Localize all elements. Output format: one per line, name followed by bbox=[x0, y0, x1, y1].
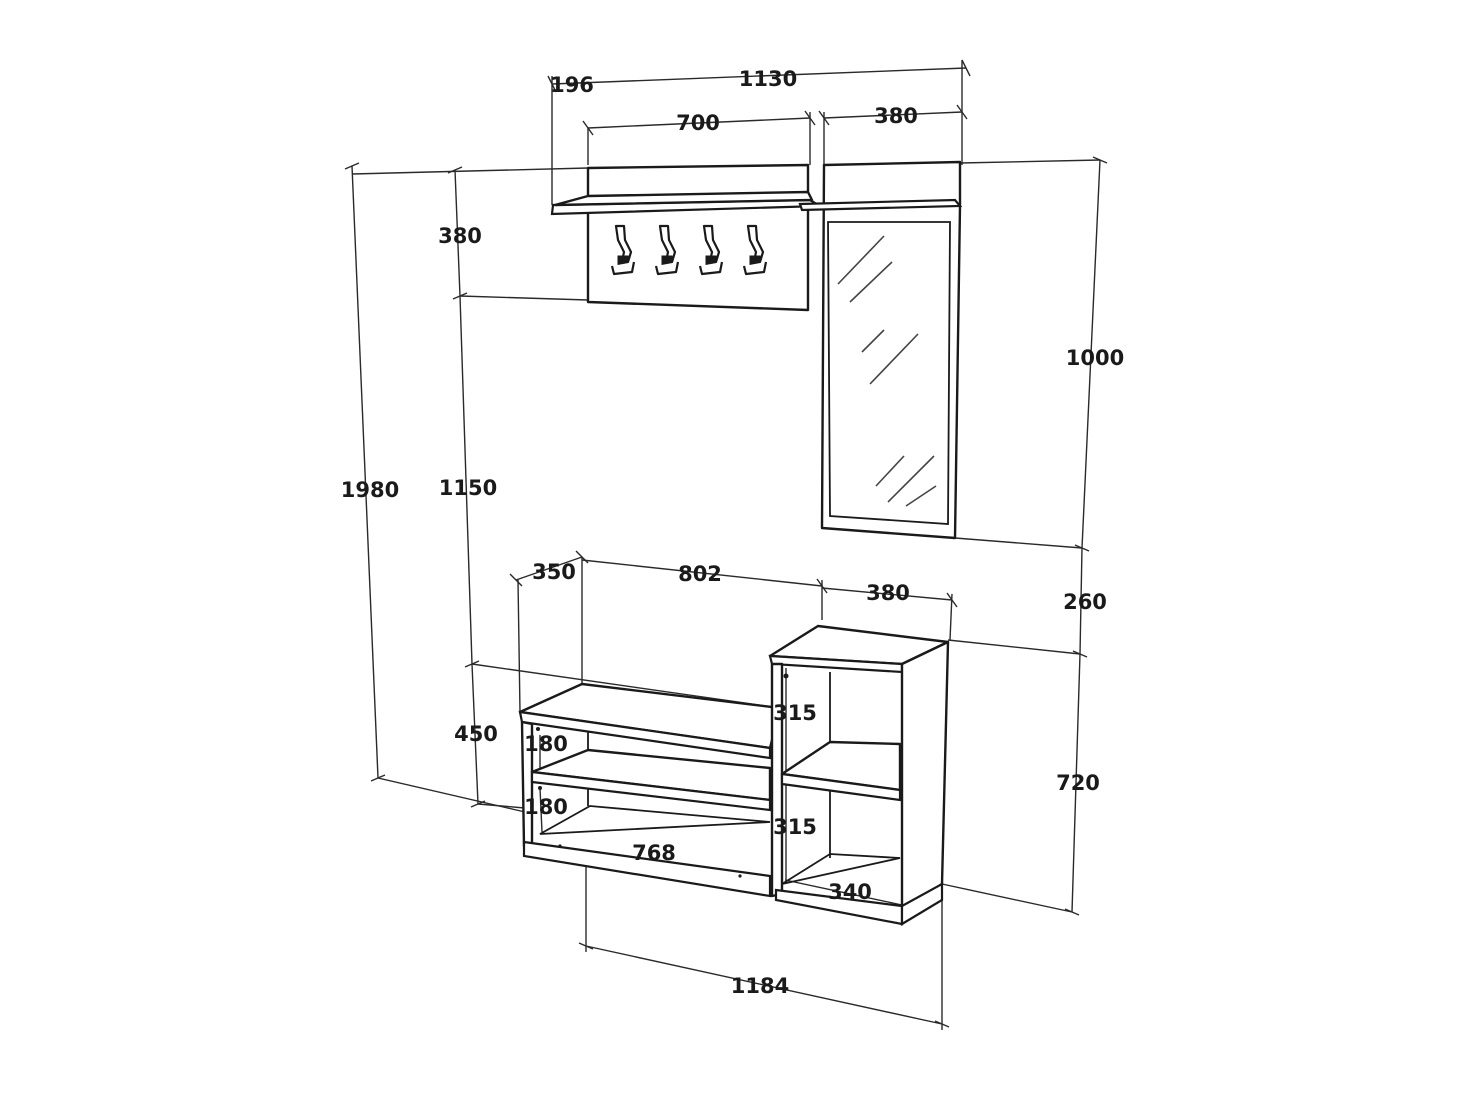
mirror-panel bbox=[798, 160, 963, 540]
dim-mirror-height: 1000 bbox=[1066, 346, 1124, 370]
dim-bench-inner-width: 768 bbox=[632, 841, 676, 865]
dimension-lines bbox=[344, 59, 1108, 1030]
coat-hanger bbox=[550, 163, 824, 312]
hooks bbox=[610, 224, 768, 276]
dim-cabinet-shelf-upper: 315 bbox=[773, 701, 817, 725]
dimension-labels: 1130 196 700 380 1980 380 1000 1150 260 … bbox=[341, 67, 1124, 998]
dim-shelf-depth: 196 bbox=[550, 73, 594, 97]
dim-cabinet-width: 380 bbox=[866, 581, 910, 605]
dim-total-width-bottom: 1184 bbox=[731, 974, 789, 998]
dim-bench-width: 802 bbox=[678, 562, 722, 586]
mirror-glass-icon bbox=[837, 235, 937, 507]
dim-mirror-width: 380 bbox=[874, 104, 918, 128]
dim-total-width-top: 1130 bbox=[739, 67, 797, 91]
coat-hook-icon bbox=[742, 224, 768, 276]
dim-hanger-width: 700 bbox=[676, 111, 720, 135]
dim-mirror-gap: 260 bbox=[1063, 590, 1107, 614]
dim-bench-shelf-lower: 180 bbox=[524, 795, 568, 819]
shoe-bench bbox=[518, 682, 782, 898]
coat-hook-icon bbox=[654, 224, 680, 276]
dim-bench-depth: 350 bbox=[532, 560, 576, 584]
cabinet bbox=[768, 624, 950, 926]
coat-hook-icon bbox=[610, 224, 636, 276]
dim-cabinet-height: 720 bbox=[1056, 771, 1100, 795]
dim-bench-shelf-upper: 180 bbox=[524, 732, 568, 756]
dim-hanger-to-bench: 1150 bbox=[439, 476, 497, 500]
dim-cabinet-inner-width: 340 bbox=[828, 880, 872, 904]
dim-cabinet-shelf-lower: 315 bbox=[773, 815, 817, 839]
coat-hook-icon bbox=[698, 224, 724, 276]
dim-total-height: 1980 bbox=[341, 478, 399, 502]
dim-bench-height: 450 bbox=[454, 722, 498, 746]
dim-hanger-height: 380 bbox=[438, 224, 482, 248]
